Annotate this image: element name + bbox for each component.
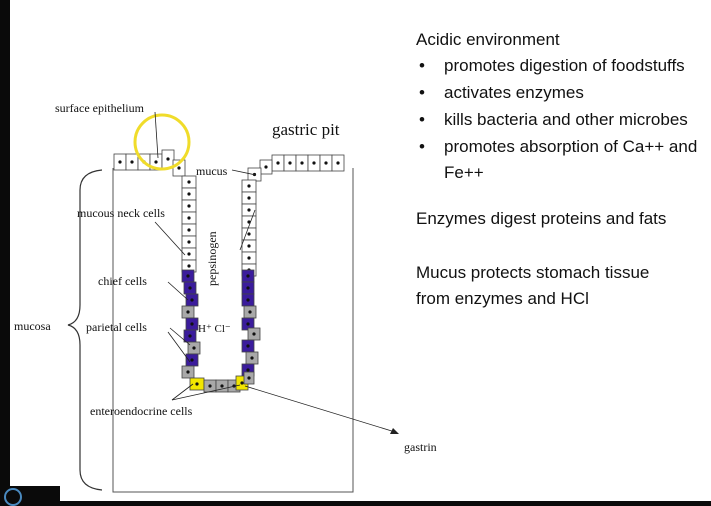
- leader-enteroendocrine-2: [171, 384, 241, 401]
- notes-bullet: promotes absorption of Ca++ and Fe++: [416, 134, 706, 186]
- notes-heading: Acidic environment: [416, 30, 560, 49]
- cell-nucleus: [190, 358, 194, 362]
- label-chief-cells: chief cells: [98, 274, 147, 288]
- cell-nucleus: [247, 244, 251, 248]
- cell-nucleus: [186, 310, 190, 314]
- notes-bullet: activates enzymes: [416, 80, 706, 106]
- cell-nucleus: [190, 298, 194, 302]
- cell-nucleus: [188, 334, 192, 338]
- cell-nucleus: [166, 157, 170, 161]
- label-mucosa: mucosa: [14, 319, 51, 333]
- label-parietal-cells: parietal cells: [86, 320, 147, 334]
- mucosa-brace: [67, 169, 103, 491]
- cell-nucleus: [195, 382, 199, 386]
- corner-logo: [0, 486, 60, 506]
- leader-mucous-neck-cells: [154, 221, 186, 256]
- cell-nucleus: [192, 346, 196, 350]
- cell-nucleus: [312, 161, 316, 165]
- cell-nucleus: [247, 232, 251, 236]
- cell-nucleus: [288, 161, 292, 165]
- leader-surface-epithelium: [154, 111, 159, 159]
- cell-nucleus: [187, 240, 191, 244]
- slide: surface epithelium gastric pit mucus muc…: [10, 0, 711, 501]
- gland-cells: [113, 149, 345, 393]
- label-mucus: mucus: [196, 164, 228, 178]
- notes-panel: Acidic environment promotes digestion of…: [416, 27, 706, 312]
- cell-nucleus: [252, 332, 256, 336]
- gastrin-arrow-line: [244, 385, 396, 433]
- leader-enteroendocrine-1: [171, 383, 194, 401]
- label-enteroendocrine-cells: enteroendocrine cells: [90, 404, 193, 418]
- cell-nucleus: [187, 228, 191, 232]
- cell-nucleus: [186, 370, 190, 374]
- cell-nucleus: [324, 161, 328, 165]
- cell-nucleus: [177, 166, 181, 170]
- cell-nucleus: [248, 310, 252, 314]
- leader-pepsinogen: [239, 209, 256, 251]
- cell-nucleus: [246, 344, 250, 348]
- cell-nucleus: [246, 286, 250, 290]
- cell-nucleus: [187, 216, 191, 220]
- notes-bullet-list: promotes digestion of foodstuffs activat…: [416, 53, 706, 186]
- cell-nucleus: [187, 264, 191, 268]
- cell-nucleus: [187, 204, 191, 208]
- cell-nucleus: [154, 160, 158, 164]
- cell-nucleus: [247, 184, 251, 188]
- cell-nucleus: [336, 161, 340, 165]
- cell-nucleus: [246, 298, 250, 302]
- notes-enzymes-text: Enzymes digest proteins and fats: [416, 209, 667, 228]
- cell-nucleus: [246, 368, 250, 372]
- logo-icon: [4, 488, 22, 506]
- cell-nucleus: [246, 274, 250, 278]
- leader-parietal-cells-1: [169, 327, 191, 346]
- cell-nucleus: [247, 256, 251, 260]
- cell-nucleus: [118, 160, 122, 164]
- gastric-gland-diagram: [67, 111, 399, 493]
- cell-nucleus: [247, 376, 251, 380]
- cell-nucleus: [247, 196, 251, 200]
- cell-nucleus: [246, 322, 250, 326]
- cell-nucleus: [186, 274, 190, 278]
- leader-chief-cells: [167, 281, 189, 301]
- cell-nucleus: [188, 286, 192, 290]
- leader-parietal-cells-2: [167, 331, 191, 363]
- tissue-outline: [112, 168, 354, 493]
- cell-nucleus: [187, 192, 191, 196]
- label-surface-epithelium: surface epithelium: [55, 101, 144, 115]
- cell-nucleus: [187, 252, 191, 256]
- cell-nucleus: [220, 384, 224, 388]
- cell-nucleus: [264, 165, 268, 169]
- notes-bullet: promotes digestion of foodstuffs: [416, 53, 706, 79]
- cell-nucleus: [130, 160, 134, 164]
- label-gastric-pit: gastric pit: [272, 120, 340, 139]
- cell-nucleus: [240, 381, 244, 385]
- mucosa-tissue: [112, 168, 354, 493]
- cell-nucleus: [208, 384, 212, 388]
- gastrin-arrowhead: [390, 428, 399, 434]
- leader-mucus: [231, 169, 257, 176]
- cell-nucleus: [276, 161, 280, 165]
- cell-nucleus: [300, 161, 304, 165]
- label-pepsinogen: pepsinogen: [205, 231, 219, 286]
- notes-bullet: kills bacteria and other microbes: [416, 107, 706, 133]
- label-h-cl: H⁺ Cl⁻: [198, 323, 231, 335]
- notes-mucus-text: Mucus protects stomach tissue from enzym…: [416, 263, 650, 308]
- label-mucous-neck-cells: mucous neck cells: [77, 206, 165, 220]
- label-gastrin: gastrin: [404, 440, 437, 454]
- leader-lines: [154, 111, 399, 434]
- cell-nucleus: [247, 208, 251, 212]
- cell-nucleus: [190, 322, 194, 326]
- cell-nucleus: [187, 180, 191, 184]
- highlight-circle: [133, 113, 191, 171]
- overlays: [67, 113, 191, 491]
- cell-nucleus: [250, 356, 254, 360]
